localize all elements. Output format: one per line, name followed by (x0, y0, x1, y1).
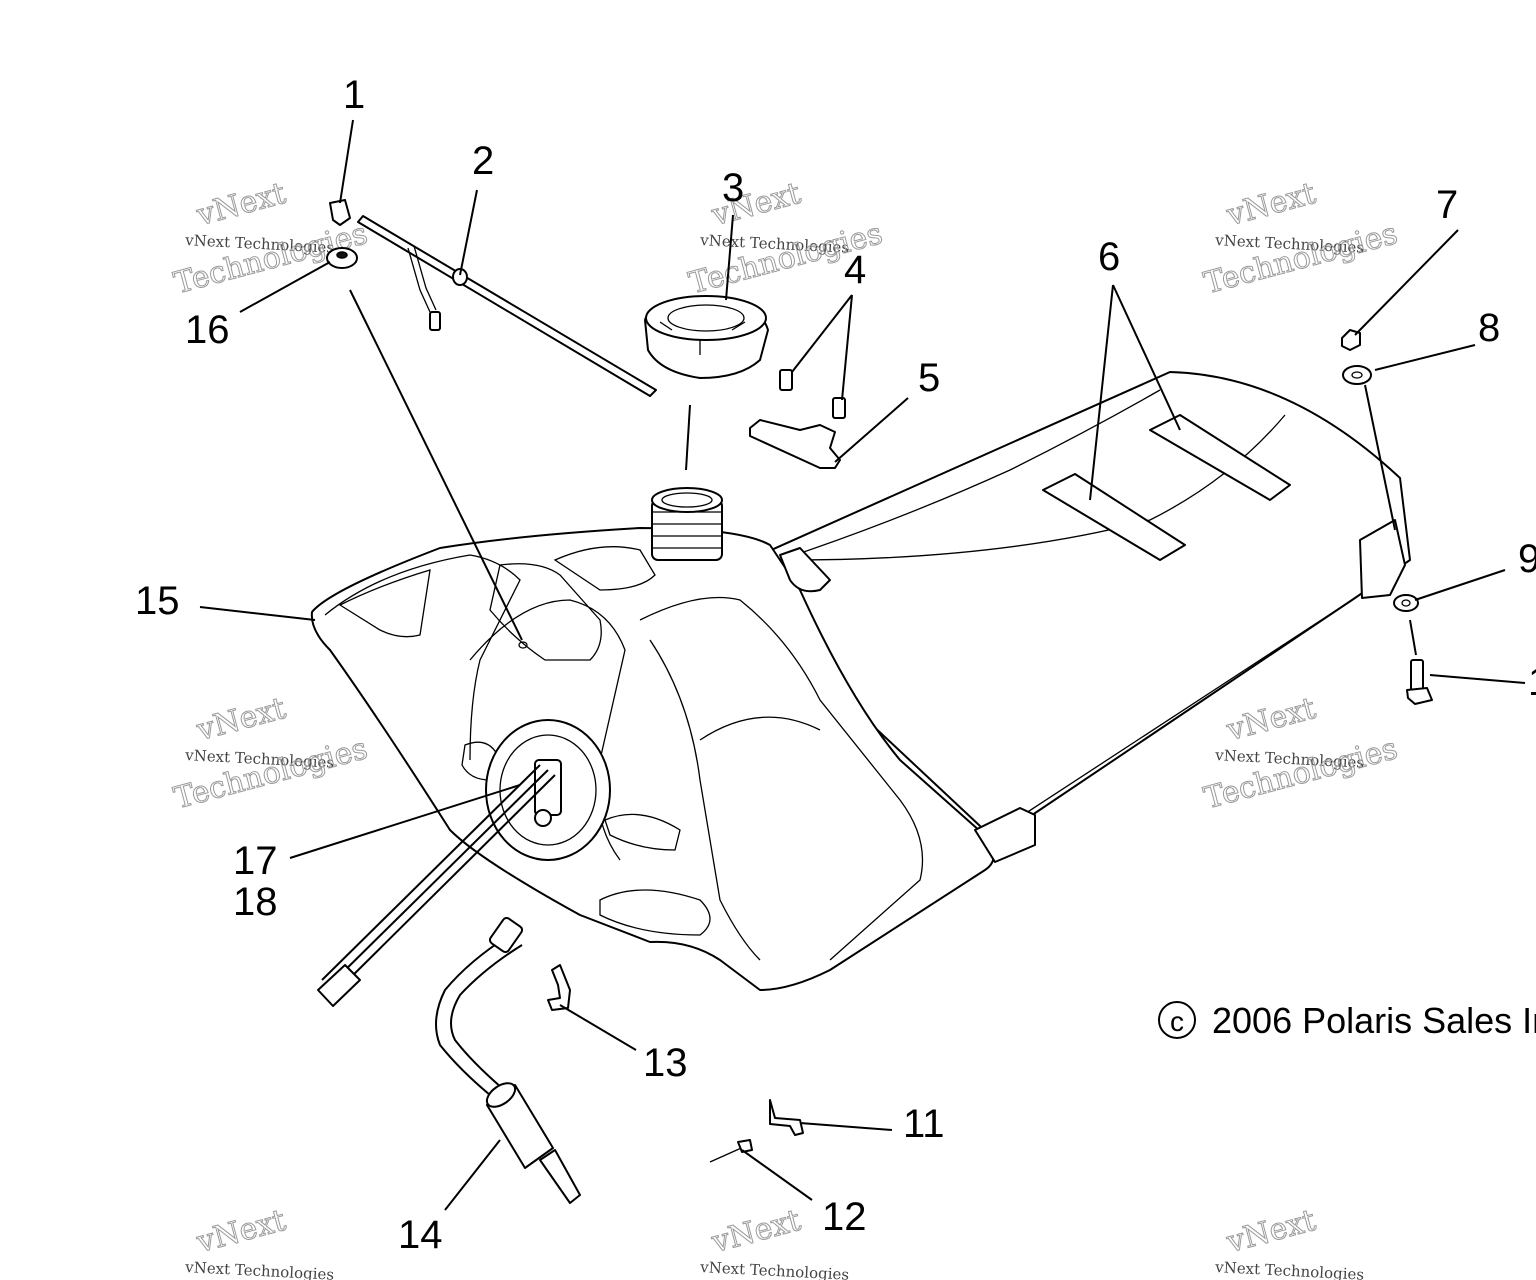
part-14-fuel-line-filter (435, 916, 581, 1204)
svg-text:vNext Technologies: vNext Technologies (699, 1258, 850, 1280)
svg-text:vNext: vNext (1222, 691, 1319, 748)
svg-text:vNext Technologies: vNext Technologies (184, 1258, 335, 1280)
callout-8: 8 (1478, 306, 1500, 350)
svg-text:vNext: vNext (192, 691, 289, 748)
part-3-fuel-cap (644, 295, 769, 379)
copyright: c 2006 Polaris Sales In (1158, 1000, 1536, 1041)
callout-labels: 1 2 3 4 5 6 7 8 9 1 11 12 13 14 15 16 17… (135, 73, 1536, 1257)
decal-rear (1149, 414, 1291, 501)
part-16-grommet (326, 247, 358, 269)
watermark-4: vNext vNext Technologies Technologies (170, 690, 372, 816)
callout-18: 18 (233, 880, 278, 924)
callout-6: 6 (1098, 235, 1120, 279)
callout-9: 9 (1518, 537, 1536, 581)
svg-text:vNext: vNext (1222, 1203, 1319, 1260)
part-9-washer (1393, 594, 1419, 612)
leader-lines (199, 119, 1526, 1211)
part-13-clip (547, 964, 571, 1011)
copyright-text: 2006 Polaris Sales In (1212, 1000, 1536, 1041)
watermark-6: vNext vNext Technologies Technologies (1200, 690, 1402, 816)
callout-16: 16 (185, 308, 230, 352)
watermark-9: vNext vNext Technologies (1214, 1202, 1365, 1280)
callout-10: 1 (1528, 660, 1536, 704)
callout-1: 1 (343, 73, 365, 117)
part-10-bolt (1406, 659, 1433, 705)
callout-13: 13 (643, 1041, 688, 1085)
part-5-retainer (749, 419, 841, 469)
copyright-circle-icon (1158, 1001, 1196, 1039)
svg-text:vNext: vNext (192, 176, 289, 233)
tank-main-body (310, 527, 995, 991)
svg-text:vNext: vNext (1222, 176, 1319, 233)
part-17-fuel-pump-harness (317, 764, 556, 1007)
part-11-clip (769, 1099, 804, 1136)
callout-7: 7 (1436, 183, 1458, 227)
callout-12: 12 (822, 1195, 867, 1239)
part-4-screws (779, 369, 846, 419)
part-8-washer (1342, 365, 1372, 385)
rear-bracket (1359, 519, 1406, 599)
svg-text:vNext: vNext (192, 1203, 289, 1260)
svg-text:vNext Technologies: vNext Technologies (1214, 1258, 1365, 1280)
callout-5: 5 (918, 356, 940, 400)
tank-rear-connector (974, 807, 1036, 863)
part-2-vent-hose (357, 215, 657, 397)
svg-text:vNext: vNext (707, 1203, 804, 1260)
watermark-3: vNext vNext Technologies Technologies (1200, 175, 1402, 301)
callout-2: 2 (472, 139, 494, 183)
callout-14: 14 (398, 1213, 443, 1257)
part-1-fitting (329, 199, 351, 226)
callout-3: 3 (722, 166, 744, 210)
part-12-tie (709, 1139, 753, 1163)
callout-11: 11 (903, 1102, 945, 1146)
filler-neck (651, 487, 723, 561)
decal-front (1042, 473, 1186, 561)
callout-17: 17 (233, 839, 278, 883)
copyright-symbol: c (1170, 1006, 1184, 1037)
tank-rear-base (759, 371, 1411, 841)
callout-15: 15 (135, 579, 180, 623)
watermark-7: vNext vNext Technologies (184, 1202, 335, 1280)
callout-4: 4 (844, 248, 866, 292)
fuel-tank (310, 371, 1411, 991)
